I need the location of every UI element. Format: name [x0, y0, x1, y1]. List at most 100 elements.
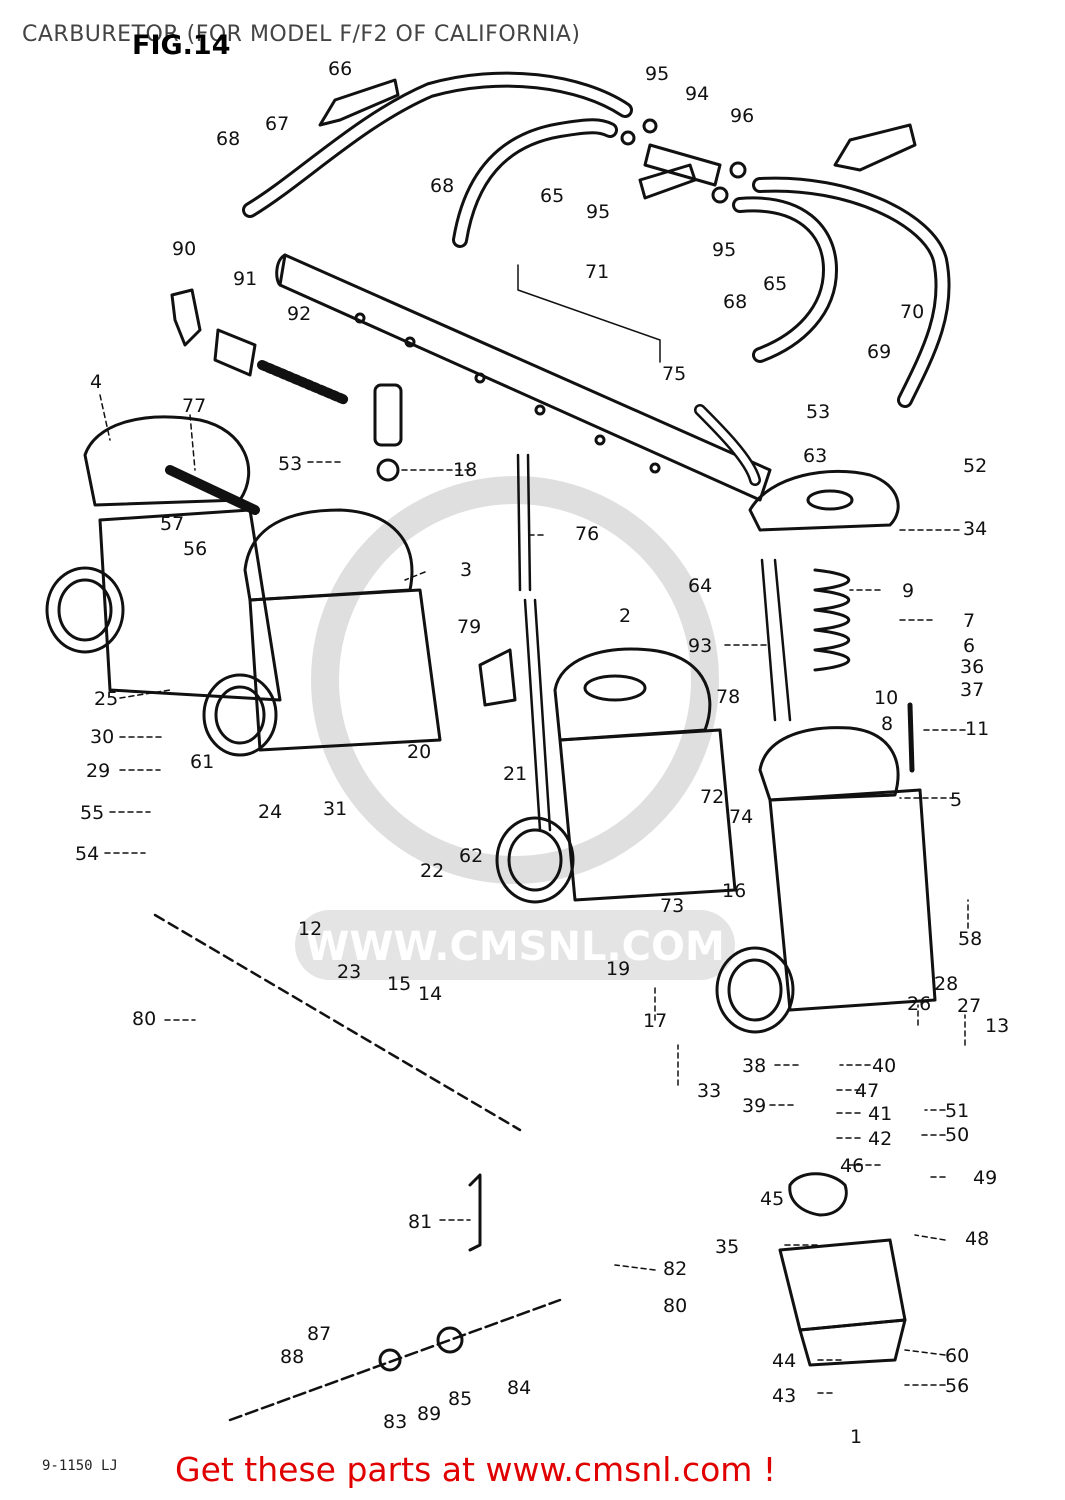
part-label: 45 — [760, 1188, 784, 1210]
part-label: 27 — [957, 995, 981, 1017]
part-label: 84 — [507, 1377, 531, 1399]
leader-lines — [99, 394, 969, 1394]
page-title: CARBURETOR (FOR MODEL F/F2 OF CALIFORNIA… — [22, 22, 581, 47]
drawing-code: 9-1150 LJ — [42, 1458, 118, 1474]
part-label: 57 — [160, 513, 184, 535]
bracket-right — [833, 123, 917, 172]
part-label: 15 — [387, 973, 411, 995]
part-label: 47 — [855, 1080, 879, 1102]
part-label: 95 — [712, 239, 736, 261]
part-label: 81 — [408, 1211, 432, 1233]
part-label: 20 — [407, 741, 431, 763]
part-label: 26 — [907, 993, 931, 1015]
part-label: 67 — [265, 113, 289, 135]
part-label: 2 — [619, 605, 631, 627]
fuel-t-joint — [620, 118, 747, 204]
part-label: 80 — [132, 1008, 156, 1030]
part-label: 56 — [183, 538, 207, 560]
watermark-text: WWW.CMSNL.COM — [305, 924, 725, 970]
part-label: 65 — [763, 273, 787, 295]
carburetor-body-3 — [478, 647, 737, 904]
part-label: 62 — [459, 845, 483, 867]
part-label: 68 — [430, 175, 454, 197]
part-label: 13 — [985, 1015, 1009, 1037]
parts-link[interactable]: Get these parts at www.cmsnl.com ! — [175, 1450, 777, 1489]
part-label: 7 — [963, 610, 975, 632]
part-label: 46 — [840, 1155, 864, 1177]
part-label: 87 — [307, 1323, 331, 1345]
part-label: 66 — [328, 58, 352, 80]
part-label: 29 — [86, 760, 110, 782]
part-label: 92 — [287, 303, 311, 325]
part-label: 36 — [960, 656, 984, 678]
part-label: 69 — [867, 341, 891, 363]
needle — [907, 702, 915, 773]
part-label: 30 — [90, 726, 114, 748]
part-label: 38 — [742, 1055, 766, 1077]
part-label: 23 — [337, 961, 361, 983]
piston-spring — [813, 568, 850, 672]
part-label: 37 — [960, 679, 984, 701]
part-label: 64 — [688, 575, 712, 597]
part-label: 79 — [457, 616, 481, 638]
part-label: 78 — [716, 686, 740, 708]
part-label: 83 — [383, 1411, 407, 1433]
choke-shaft — [153, 913, 522, 1132]
part-label: 14 — [418, 983, 442, 1005]
part-label: 70 — [900, 301, 924, 323]
part-number-labels: 66 67 68 95 94 96 65 95 68 95 90 91 92 7… — [75, 58, 1009, 1448]
part-label: 3 — [460, 559, 472, 581]
fuel-hose-long — [242, 71, 633, 218]
fuel-hose-right — [732, 176, 951, 408]
part-label: 50 — [945, 1124, 969, 1146]
part-label: 88 — [280, 1346, 304, 1368]
part-label: 6 — [963, 635, 975, 657]
part-label: 5 — [950, 789, 962, 811]
carburetor-body-1 — [45, 415, 282, 702]
part-label: 82 — [663, 1258, 687, 1280]
part-label: 35 — [715, 1236, 739, 1258]
part-label: 63 — [803, 445, 827, 467]
part-label: 44 — [772, 1350, 796, 1372]
part-label: 53 — [806, 401, 830, 423]
float-bowl — [778, 1172, 907, 1367]
part-label: 96 — [730, 105, 754, 127]
part-label: 60 — [945, 1345, 969, 1367]
part-label: 33 — [697, 1080, 721, 1102]
part-label: 11 — [965, 718, 989, 740]
carburetor-body-4 — [715, 726, 937, 1034]
part-label: 48 — [965, 1228, 989, 1250]
part-label: 40 — [872, 1055, 896, 1077]
part-label: 80 — [663, 1295, 687, 1317]
part-label: 74 — [729, 806, 753, 828]
vent-tube-93 — [760, 558, 792, 722]
bracket-left — [318, 78, 400, 127]
part-label: 21 — [503, 763, 527, 785]
part-label: 28 — [934, 973, 958, 995]
part-label: 77 — [182, 395, 206, 417]
part-label: 22 — [420, 860, 444, 882]
part-label: 90 — [172, 238, 196, 260]
part-label: 10 — [874, 687, 898, 709]
part-label: 65 — [540, 185, 564, 207]
part-label: 39 — [742, 1095, 766, 1117]
part-label: 58 — [958, 928, 982, 950]
part-label: 1 — [850, 1426, 862, 1448]
part-label: 55 — [80, 802, 104, 824]
part-label: 18 — [453, 459, 477, 481]
part-label: 4 — [90, 371, 102, 393]
carburetor-body-2 — [202, 383, 442, 757]
part-label: 52 — [963, 455, 987, 477]
part-label: 24 — [258, 801, 282, 823]
part-label: 8 — [881, 713, 893, 735]
part-label: 89 — [417, 1403, 441, 1425]
part-label: 72 — [700, 786, 724, 808]
part-label: 19 — [606, 958, 630, 980]
part-label: 75 — [662, 363, 686, 385]
part-label: 9 — [902, 580, 914, 602]
figure-label: FIG.14 — [132, 30, 231, 61]
part-label: 68 — [216, 128, 240, 150]
part-label: 68 — [723, 291, 747, 313]
part-label: 76 — [575, 523, 599, 545]
